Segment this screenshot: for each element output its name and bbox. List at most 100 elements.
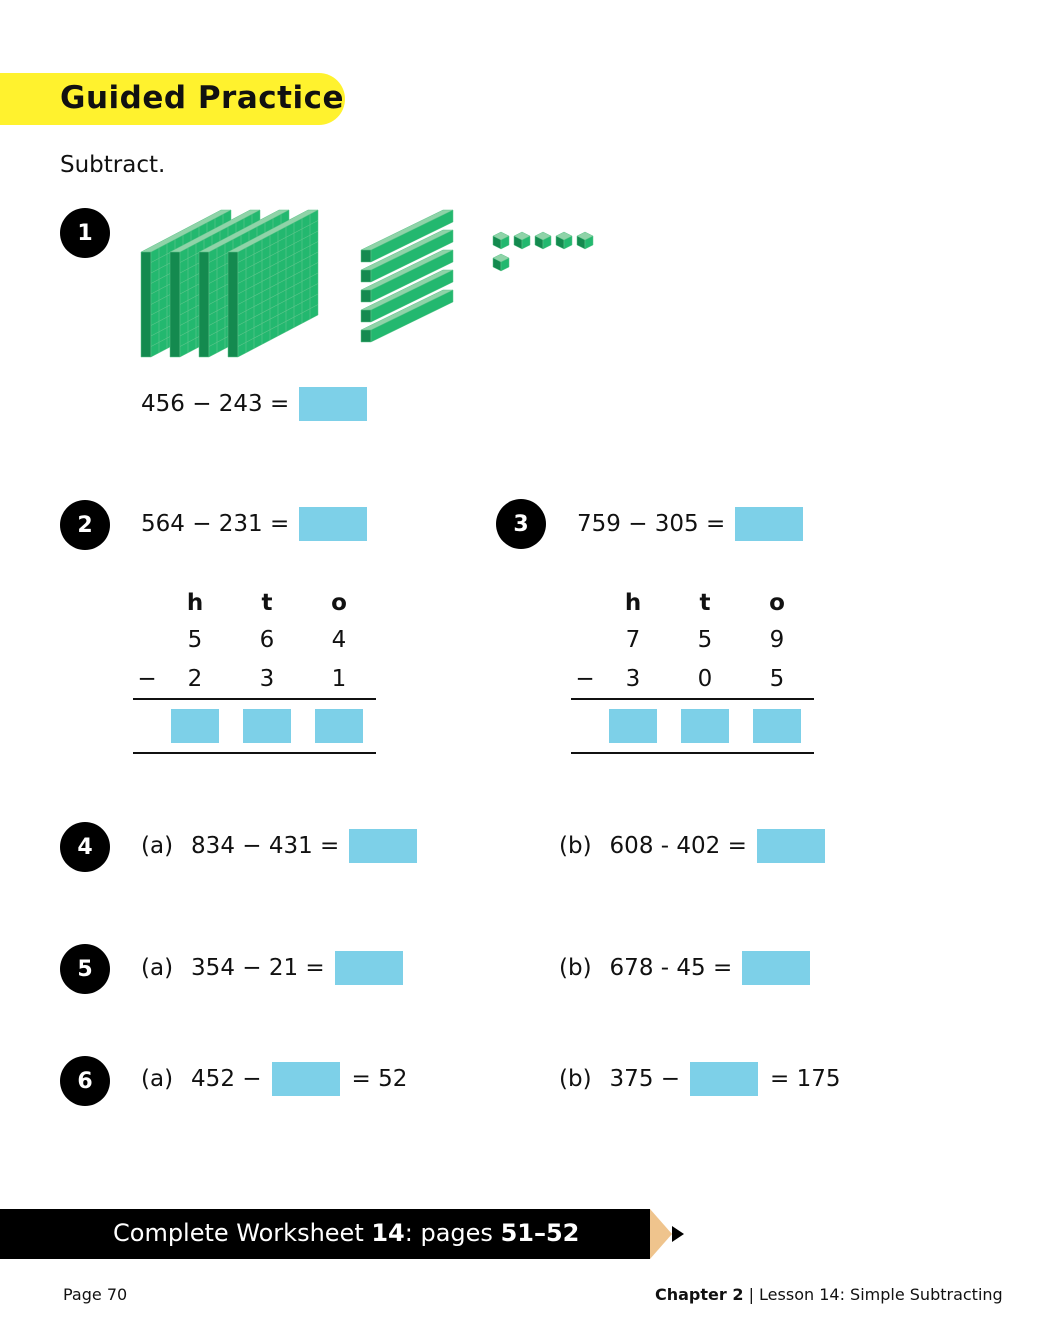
answer-box[interactable] (609, 709, 657, 743)
answer-box[interactable] (742, 951, 811, 985)
equation: 678 - 45 = (609, 955, 733, 981)
header-ones: o (331, 590, 347, 616)
part-label: (b) (559, 1066, 592, 1092)
unit-cube-right (500, 257, 510, 272)
digit: 1 (331, 665, 347, 692)
answer-box[interactable] (271, 1062, 340, 1096)
unit-cube-right (521, 235, 531, 250)
equation: 354 − 21 = (191, 955, 325, 981)
q3-equation-row: 759 − 305 = (577, 506, 804, 542)
ten-rod-side (370, 269, 454, 323)
banner-text: : pages (404, 1219, 501, 1247)
unit-cube-right (542, 235, 552, 250)
divider (571, 752, 814, 754)
answer-box[interactable] (735, 507, 804, 541)
part-label: (b) (559, 833, 592, 859)
divider (133, 752, 376, 754)
unit-cube-right (563, 235, 573, 250)
minus-sign: − (137, 665, 157, 692)
hundred-flat-side (140, 251, 152, 358)
equation: 834 − 431 = (191, 833, 340, 859)
question-number: 1 (60, 208, 110, 258)
answer-box[interactable] (690, 1062, 759, 1096)
ten-rod-end (360, 249, 372, 263)
worksheet-number: 14 (371, 1219, 405, 1247)
q5a-row: (a) 354 − 21 = (141, 950, 403, 986)
answer-box[interactable] (681, 709, 729, 743)
question-number: 3 (496, 499, 546, 549)
q1-equation: 456 − 243 = (141, 391, 290, 417)
answer-box[interactable] (171, 709, 219, 743)
answer-box[interactable] (756, 829, 825, 863)
ten-rod-side (370, 249, 454, 303)
question-number: 4 (60, 822, 110, 872)
ten-rod-side (370, 229, 454, 283)
digit: 6 (259, 626, 275, 653)
ten-rod-end (360, 289, 372, 303)
ten-rod-side (370, 289, 454, 343)
q6b-row: (b) 375 − = 175 (559, 1061, 841, 1097)
digit: 5 (697, 626, 713, 653)
grid-line (237, 283, 319, 326)
answer-box[interactable] (334, 951, 403, 985)
digit: 7 (625, 626, 641, 653)
ten-rod-end (360, 329, 372, 343)
answer-box[interactable] (753, 709, 801, 743)
digit: 4 (331, 626, 347, 653)
chapter: Chapter 2 (655, 1285, 744, 1304)
equation-start: 452 − (191, 1066, 262, 1092)
equation-start: 375 − (609, 1066, 681, 1092)
q4b-row: (b) 608 - 402 = (559, 828, 825, 864)
ten-rod-side (370, 209, 454, 263)
banner-text: Complete Worksheet (113, 1219, 372, 1247)
lesson-title: Lesson 14: Simple Subtracting (759, 1285, 1003, 1304)
hundred-flat-side (169, 251, 181, 358)
answer-box[interactable] (349, 829, 418, 863)
q6a-row: (a) 452 − = 52 (141, 1061, 407, 1097)
digit: 0 (697, 665, 713, 692)
answer-box[interactable] (315, 709, 363, 743)
equation: 608 - 402 = (609, 833, 747, 859)
digit: 3 (625, 665, 641, 692)
chapter-lesson: Chapter 2 | Lesson 14: Simple Subtractin… (655, 1285, 1003, 1304)
header-tens: t (699, 590, 711, 616)
part-label: (a) (141, 955, 174, 981)
divider (133, 698, 376, 700)
q1-equation-row: 456 − 243 = (141, 386, 368, 422)
header-ones: o (769, 590, 785, 616)
header-hundreds: h (624, 590, 642, 616)
page-range: 51–52 (500, 1219, 580, 1247)
worksheet-banner: Complete Worksheet 14: pages 51–52 (0, 1209, 650, 1259)
question-number: 5 (60, 944, 110, 994)
answer-box[interactable] (243, 709, 291, 743)
grid-line (237, 293, 319, 337)
digit: 5 (187, 626, 203, 653)
divider (571, 698, 814, 700)
base-ten-blocks (140, 209, 594, 358)
unit-cube-right (584, 235, 594, 250)
hundred-flat-side (227, 251, 239, 358)
pencil-tip-icon (650, 1209, 684, 1259)
q5b-row: (b)678 - 45 = (559, 950, 811, 986)
grid-line (237, 304, 319, 347)
hundred-flat-side (198, 251, 210, 358)
question-number: 6 (60, 1056, 110, 1106)
q4a-row: (a) 834 − 431 = (141, 828, 418, 864)
part-label: (a) (141, 1066, 174, 1092)
part-label: (a) (141, 833, 174, 859)
page-number: Page 70 (63, 1285, 128, 1304)
answer-box[interactable] (299, 387, 368, 421)
answer-box[interactable] (299, 507, 368, 541)
section-banner: Guided Practice (0, 73, 345, 125)
digit: 2 (187, 665, 203, 692)
unit-cube-right (500, 235, 510, 250)
q2-equation: 564 − 231 = (141, 511, 290, 537)
instruction: Subtract. (60, 152, 166, 178)
header-tens: t (261, 590, 273, 616)
ten-rod-end (360, 309, 372, 323)
equation-end: = 52 (351, 1066, 408, 1092)
equation-end: = 175 (770, 1066, 841, 1092)
q3-equation: 759 − 305 = (577, 511, 726, 537)
